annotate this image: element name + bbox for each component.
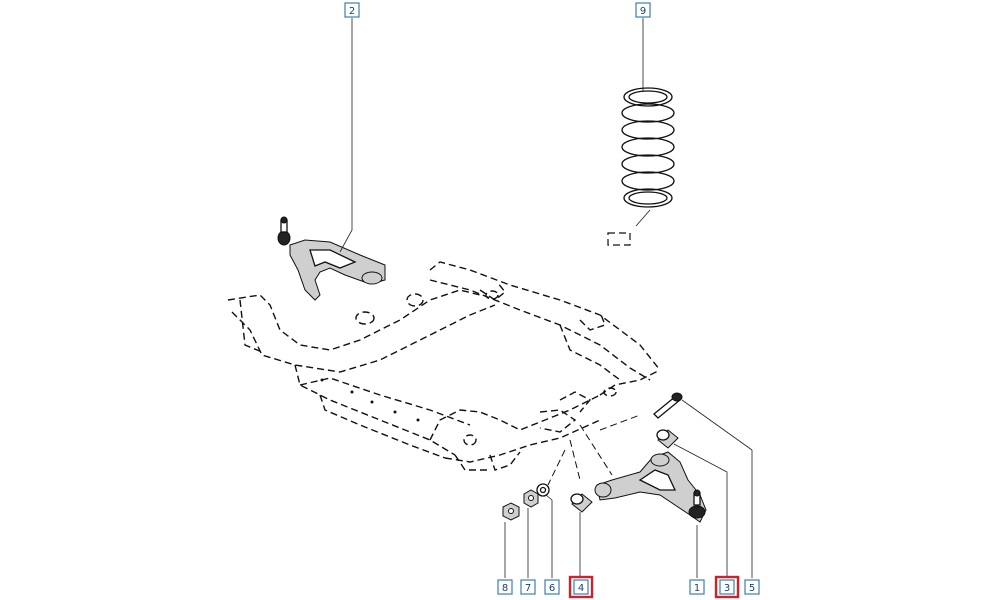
callout-label: 2 [349,6,355,17]
front-subframe [227,261,661,471]
callout-5[interactable]: 5 [744,579,760,595]
callout-label: 7 [525,583,531,594]
callout-1[interactable]: 1 [689,579,705,595]
mounting-bolt [653,392,683,419]
callout-7[interactable]: 7 [520,579,536,595]
callout-label: 3 [724,583,730,594]
callout-label: 1 [694,583,700,594]
callout-label: 5 [749,583,755,594]
callout-4[interactable]: 4 [568,575,594,599]
coil-spring [621,87,675,227]
callout-8[interactable]: 8 [497,579,513,595]
callout-label: 4 [578,583,584,594]
spring-seat-placeholder [607,232,631,246]
callout-label: 6 [549,583,555,594]
callout-6[interactable]: 6 [544,579,560,595]
bush-rear [656,429,679,449]
callout-9[interactable]: 9 [635,2,651,18]
nut [523,489,539,508]
callout-3[interactable]: 3 [714,575,740,599]
right-lower-arm [594,451,707,523]
lock-nut [502,502,520,521]
bush-front [570,493,593,513]
washer [536,483,550,497]
callout-2[interactable]: 2 [344,2,360,18]
callout-label: 9 [640,6,646,17]
left-lower-arm-assembly [277,216,386,301]
leader-lines [339,18,753,578]
callout-label: 8 [502,583,508,594]
